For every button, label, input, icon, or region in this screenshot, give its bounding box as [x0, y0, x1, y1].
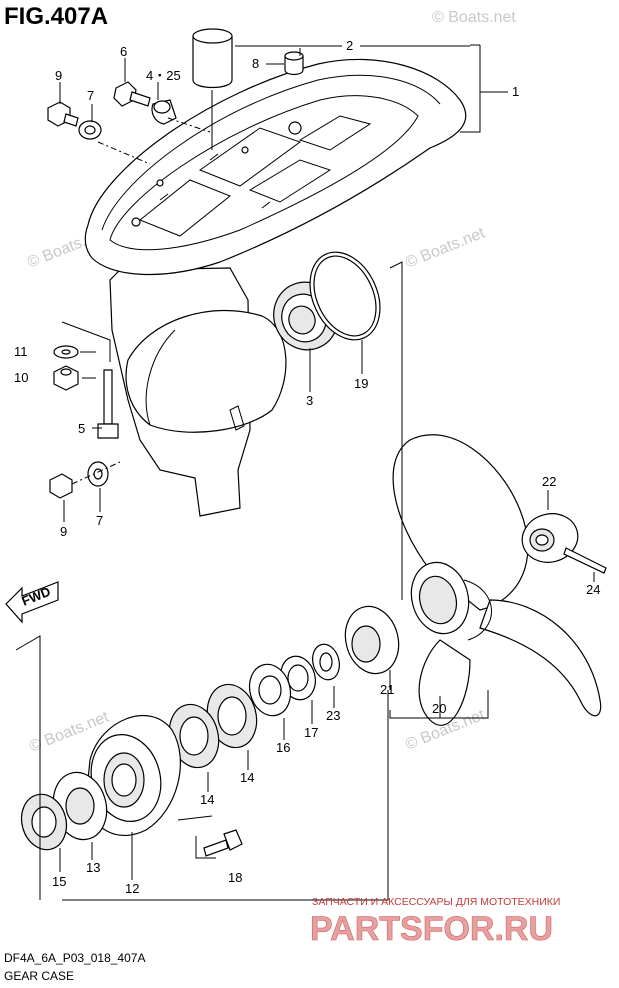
bolt-part-18: [203, 829, 243, 857]
callout-3: 3: [306, 393, 313, 408]
callout-labels: 1 2 3 4・25 5 6 7 7 8 9 9 10 11 12 13 14 …: [14, 38, 600, 896]
dowel-pin-part-8: [284, 51, 304, 76]
diagram-name: GEAR CASE: [4, 969, 74, 983]
callout-6: 6: [120, 44, 127, 59]
propeller-part-20: [392, 434, 602, 726]
screw-part-9-top: [47, 101, 79, 127]
nut-part-10: [53, 365, 79, 391]
callout-17: 17: [304, 725, 318, 740]
callout-20: 20: [432, 701, 446, 716]
callout-15: 15: [52, 874, 66, 889]
callout-9-top: 9: [55, 68, 62, 83]
callout-9-bottom: 9: [60, 524, 67, 539]
leader-lines: [15, 44, 595, 901]
bolt-part-5: [97, 369, 119, 439]
oil-seal-part-14-a: [206, 683, 258, 749]
spacer-part-21: [344, 605, 400, 675]
callout-14-left: 14: [200, 792, 214, 807]
shaft-housing-part-12: [85, 714, 181, 836]
callout-22: 22: [542, 474, 556, 489]
bearing-part-15: [20, 793, 68, 851]
ring-part-16: [248, 663, 292, 717]
fwd-arrow-icon: FWD: [5, 581, 59, 624]
callout-1: 1: [512, 84, 519, 99]
shop-domain: PARTSFOR.RU: [310, 910, 553, 948]
diagram-code: DF4A_6A_P03_018_407A: [4, 951, 145, 965]
callout-14-right: 14: [240, 770, 254, 785]
washer-part-23: [312, 643, 340, 681]
callout-12: 12: [125, 881, 139, 896]
callout-5: 5: [78, 421, 85, 436]
cotter-pin-part-24: [563, 547, 607, 574]
figure-title: FIG.407A: [4, 3, 108, 30]
shop-watermark: ЗАПЧАСТИ И АКСЕССУАРЫ ДЛЯ МОТОТЕХНИКИ PA…: [310, 896, 561, 948]
washer-part-11: [53, 345, 79, 359]
callout-13: 13: [86, 860, 100, 875]
callout-8: 8: [252, 56, 259, 71]
callout-16: 16: [276, 740, 290, 755]
callout-7-top: 7: [87, 88, 94, 103]
plug-part-4-25: [151, 99, 177, 125]
watermark-text: © Boats.net: [403, 224, 488, 271]
callout-24: 24: [586, 582, 600, 597]
gear-case-housing: [84, 58, 467, 517]
callout-7-bottom: 7: [96, 513, 103, 528]
callout-19: 19: [354, 376, 368, 391]
watermark-text: © Boats.net: [432, 9, 516, 26]
callout-23: 23: [326, 708, 340, 723]
callout-2: 2: [346, 38, 353, 53]
shop-caption: ЗАПЧАСТИ И АКСЕССУАРЫ ДЛЯ МОТОТЕХНИКИ: [312, 896, 560, 908]
callout-10: 10: [14, 370, 28, 385]
callout-18: 18: [228, 870, 242, 885]
callout-4-25: 4・25: [146, 68, 181, 83]
washer-part-7-top: [78, 120, 102, 140]
callout-11: 11: [14, 344, 28, 359]
callout-21: 21: [380, 682, 394, 697]
screw-part-9-bottom: [49, 473, 73, 499]
bolt-part-6: [113, 81, 151, 107]
o-ring-part-19: [309, 251, 381, 341]
sleeve-part-2: [192, 28, 233, 89]
washer-part-7-bottom: [87, 461, 109, 487]
propeller-nut-part-22: [521, 513, 579, 563]
